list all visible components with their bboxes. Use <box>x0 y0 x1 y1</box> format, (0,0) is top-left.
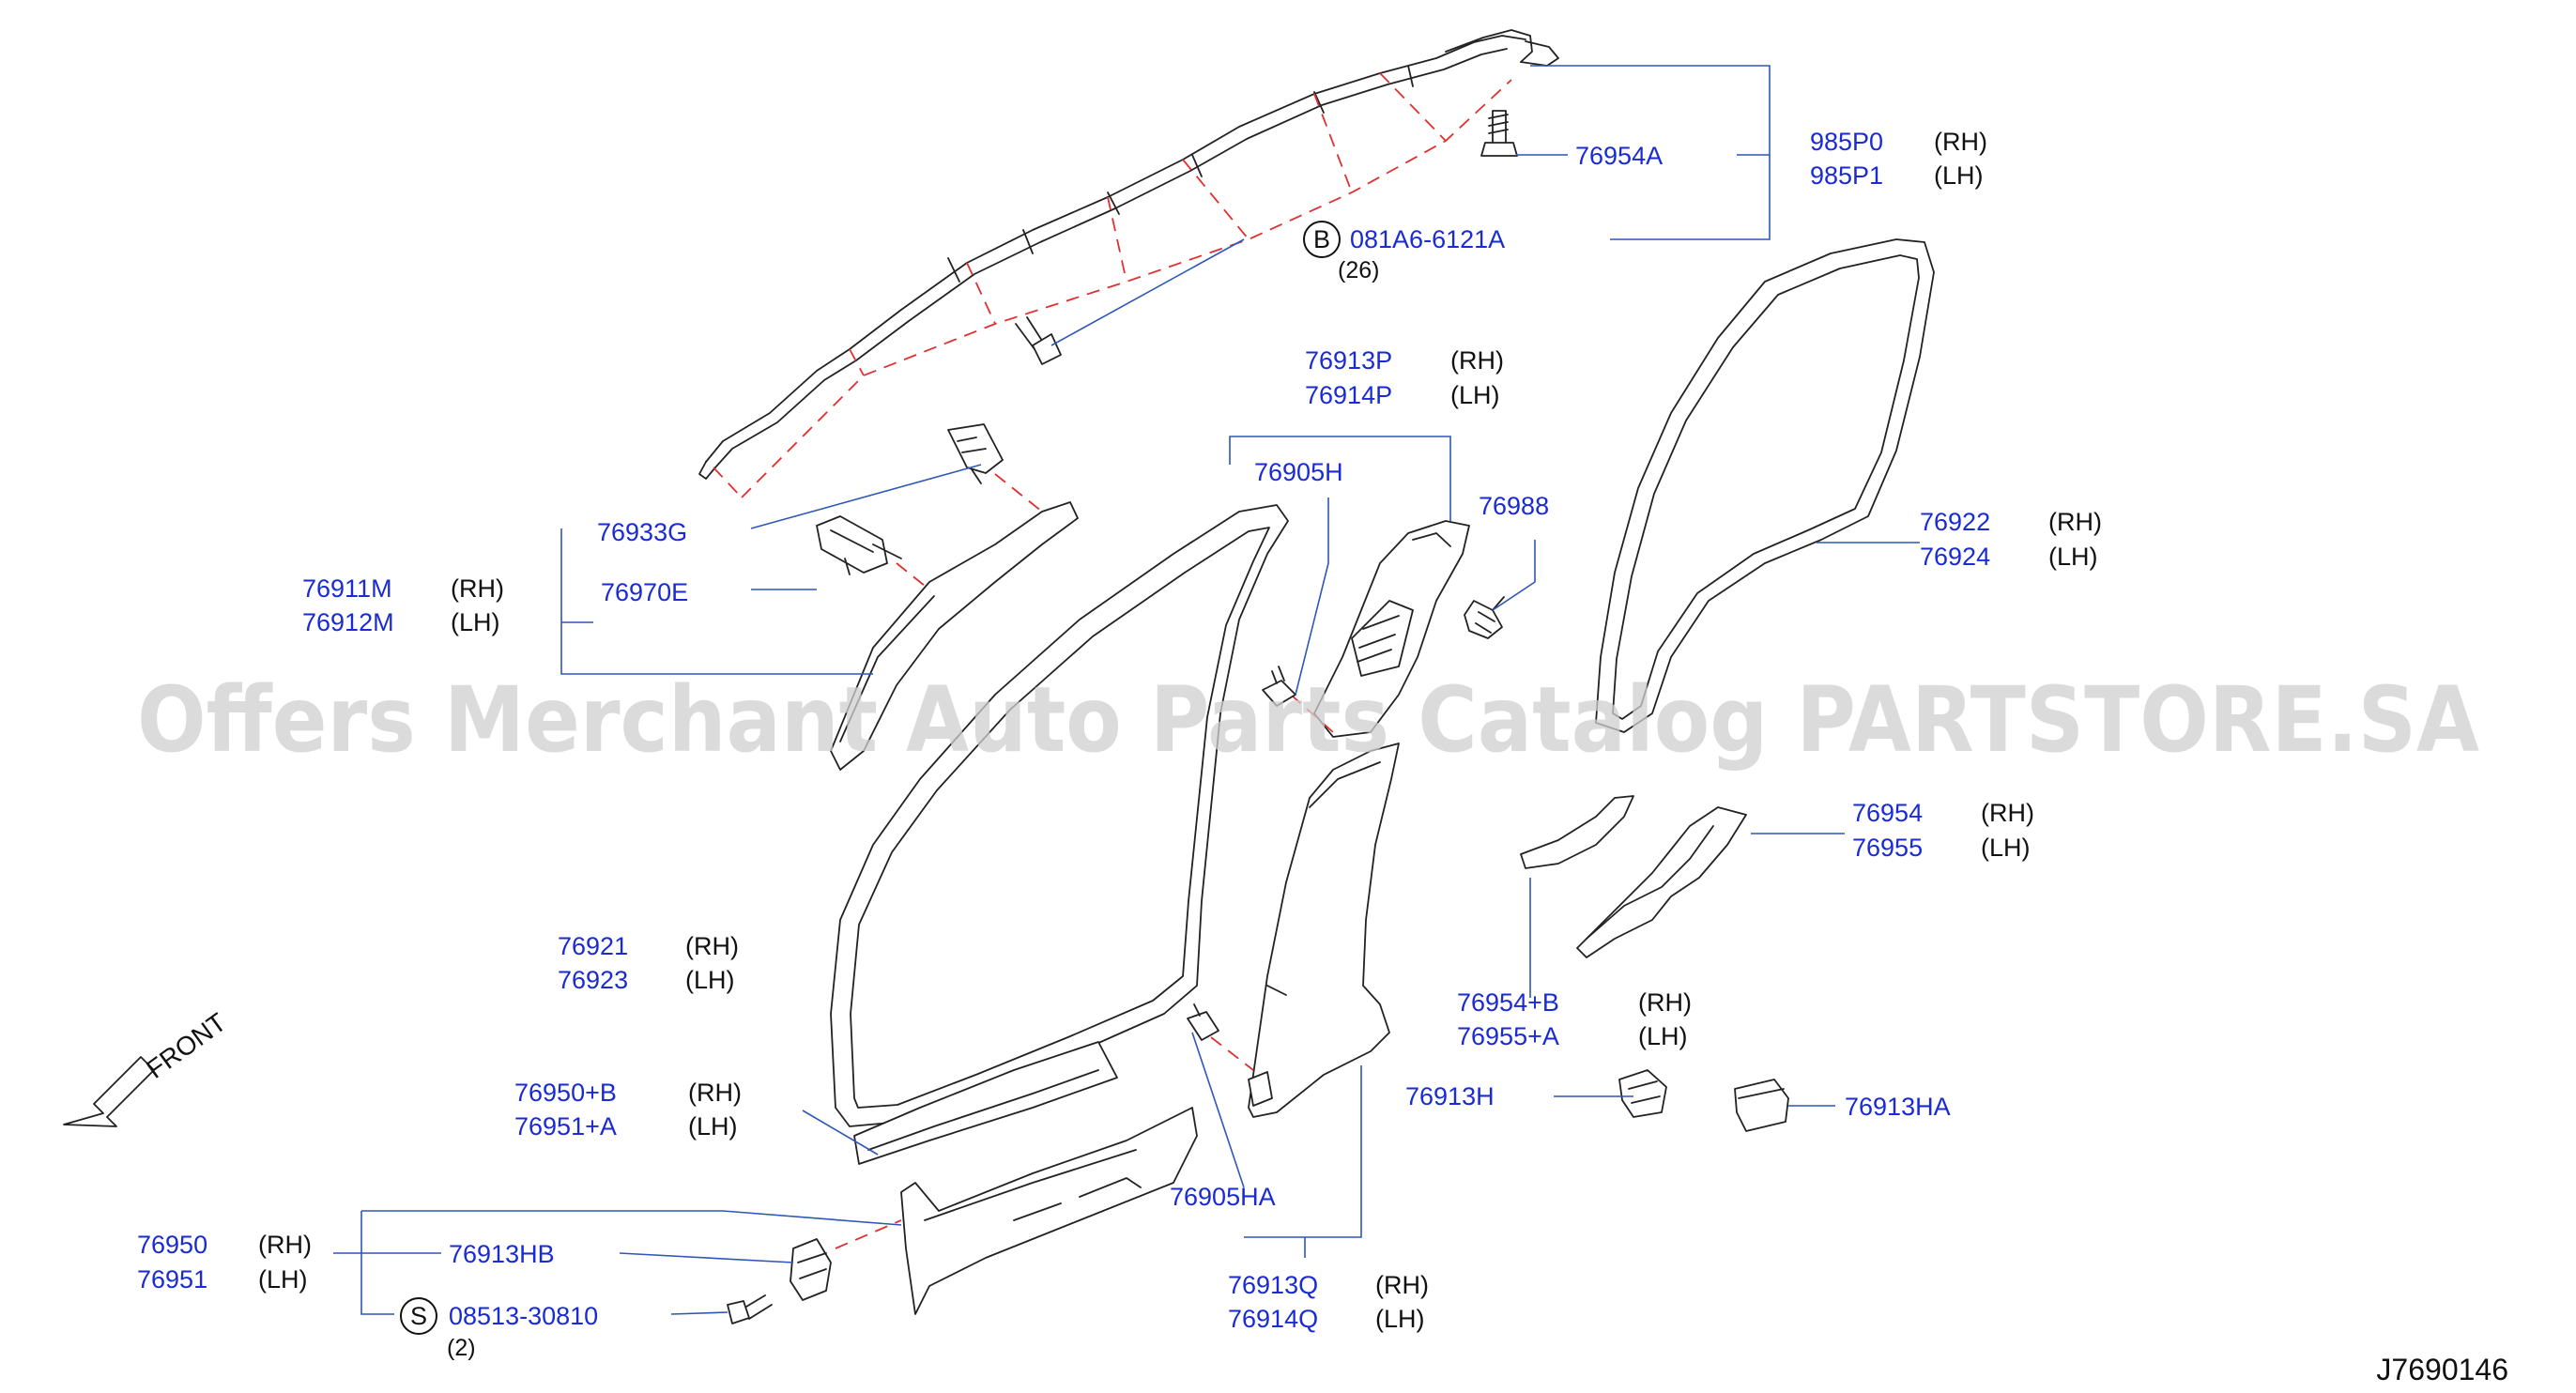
label-76933g: 76933G <box>597 518 687 546</box>
label-76954b: 76954+B <box>1457 988 1559 1017</box>
label-76921: 76921 <box>558 932 628 960</box>
bolt-081a6 <box>1015 316 1062 365</box>
label-76951: 76951 <box>137 1265 207 1294</box>
label-76988: 76988 <box>1479 492 1549 520</box>
label-76954-side: (RH) <box>1981 799 2034 827</box>
b-pillar-upper-garnish <box>1313 520 1470 738</box>
label-76913q-side: (RH) <box>1375 1271 1429 1299</box>
label-76913q: 76913Q <box>1228 1271 1318 1299</box>
label-76923: 76923 <box>558 966 628 994</box>
label-76970e: 76970E <box>601 578 688 606</box>
label-76913p: 76913P <box>1305 346 1392 375</box>
label-76914p: 76914P <box>1305 381 1392 409</box>
front-arrow-icon <box>63 1056 155 1127</box>
marker-s-letter: S <box>410 1302 427 1330</box>
label-76913p-side: (RH) <box>1450 346 1504 375</box>
label-76922-side: (RH) <box>2048 508 2102 536</box>
bolt-76954a <box>1480 110 1518 157</box>
label-76955a-side: (LH) <box>1638 1022 1688 1050</box>
label-76913h: 76913H <box>1405 1082 1495 1110</box>
label-76951-side: (LH) <box>258 1265 308 1294</box>
clip-76913h <box>1618 1069 1667 1118</box>
label-76912m-side: (LH) <box>451 608 500 636</box>
label-985p1-side: (LH) <box>1934 161 1984 190</box>
label-76950b-side: (RH) <box>688 1079 742 1107</box>
label-76913ha: 76913HA <box>1845 1093 1951 1121</box>
front-kicking-plate <box>900 1107 1198 1315</box>
label-76950b: 76950+B <box>514 1079 617 1107</box>
b-pillar-upper-guide <box>1290 694 1334 733</box>
label-76955: 76955 <box>1852 834 1923 862</box>
label-08513: 08513-30810 <box>449 1302 598 1330</box>
leader-lines <box>333 65 1920 1315</box>
clip-76913ha <box>1734 1079 1789 1132</box>
label-985p1: 985P1 <box>1810 161 1883 190</box>
label-76955-side: (LH) <box>1981 834 2031 862</box>
roof-airbag-module <box>698 29 1559 480</box>
label-76922: 76922 <box>1920 508 1990 536</box>
label-76951a-side: (LH) <box>688 1112 738 1140</box>
label-76923-side: (LH) <box>685 966 735 994</box>
front-door-weatherstrip <box>830 504 1289 1127</box>
label-76955a: 76955+A <box>1457 1022 1559 1050</box>
label-76924: 76924 <box>1920 543 1990 571</box>
clip-76933g <box>947 423 1004 484</box>
front-step-plate <box>853 1041 1118 1165</box>
b-pillar-lower-guide <box>1210 1036 1254 1071</box>
label-76913hb: 76913HB <box>449 1240 555 1268</box>
marker-b-circle <box>1303 221 1341 258</box>
rear-step-plate <box>1520 795 1634 869</box>
label-76954b-side: (RH) <box>1638 988 1692 1017</box>
clip-76905ha <box>1187 1003 1219 1041</box>
label-76914p-side: (LH) <box>1450 381 1500 409</box>
label-081a6: 081A6-6121A <box>1350 225 1505 253</box>
clip-76913hb <box>790 1238 832 1301</box>
screw-08513 <box>727 1294 773 1324</box>
airbag-dashed-guides <box>713 72 1512 498</box>
label-76911m: 76911M <box>302 574 392 603</box>
label-76950: 76950 <box>137 1231 207 1259</box>
front-kicking-guide <box>835 1219 902 1249</box>
marker-b-letter: B <box>1313 225 1330 253</box>
watermark: Offers Merchant Auto Parts Catalog PARTS… <box>137 667 2479 773</box>
label-76912m: 76912M <box>302 608 394 636</box>
label-76954: 76954 <box>1852 799 1923 827</box>
label-081a6-qty: (26) <box>1338 257 1379 283</box>
label-76951a: 76951+A <box>514 1112 617 1140</box>
rear-kicking-plate <box>1576 806 1747 958</box>
label-985p0: 985P0 <box>1810 128 1883 156</box>
rear-door-weatherstrip <box>1595 238 1935 733</box>
label-76921-side: (RH) <box>685 932 739 960</box>
clip-76970e <box>816 515 902 575</box>
marker-s-circle <box>400 1297 437 1335</box>
label-76905ha: 76905HA <box>1170 1183 1276 1211</box>
label-985p0-side: (RH) <box>1934 128 1987 156</box>
a-pillar-garnish <box>830 501 1079 771</box>
label-76954a: 76954A <box>1575 142 1663 170</box>
label-76914q: 76914Q <box>1228 1305 1318 1333</box>
label-76914q-side: (LH) <box>1375 1305 1425 1333</box>
front-label: FRONT <box>141 1007 231 1084</box>
label-76950-side: (RH) <box>258 1231 312 1259</box>
clip-76933g-guide <box>994 473 1043 513</box>
clip-76988 <box>1464 596 1505 639</box>
label-08513-qty: (2) <box>447 1335 476 1361</box>
diagram-id: J7690146 <box>2376 1353 2508 1386</box>
label-76905h: 76905H <box>1254 458 1343 486</box>
b-pillar-lower-garnish <box>1248 742 1400 1118</box>
label-76911m-side: (RH) <box>451 574 504 603</box>
label-76924-side: (LH) <box>2048 543 2098 571</box>
